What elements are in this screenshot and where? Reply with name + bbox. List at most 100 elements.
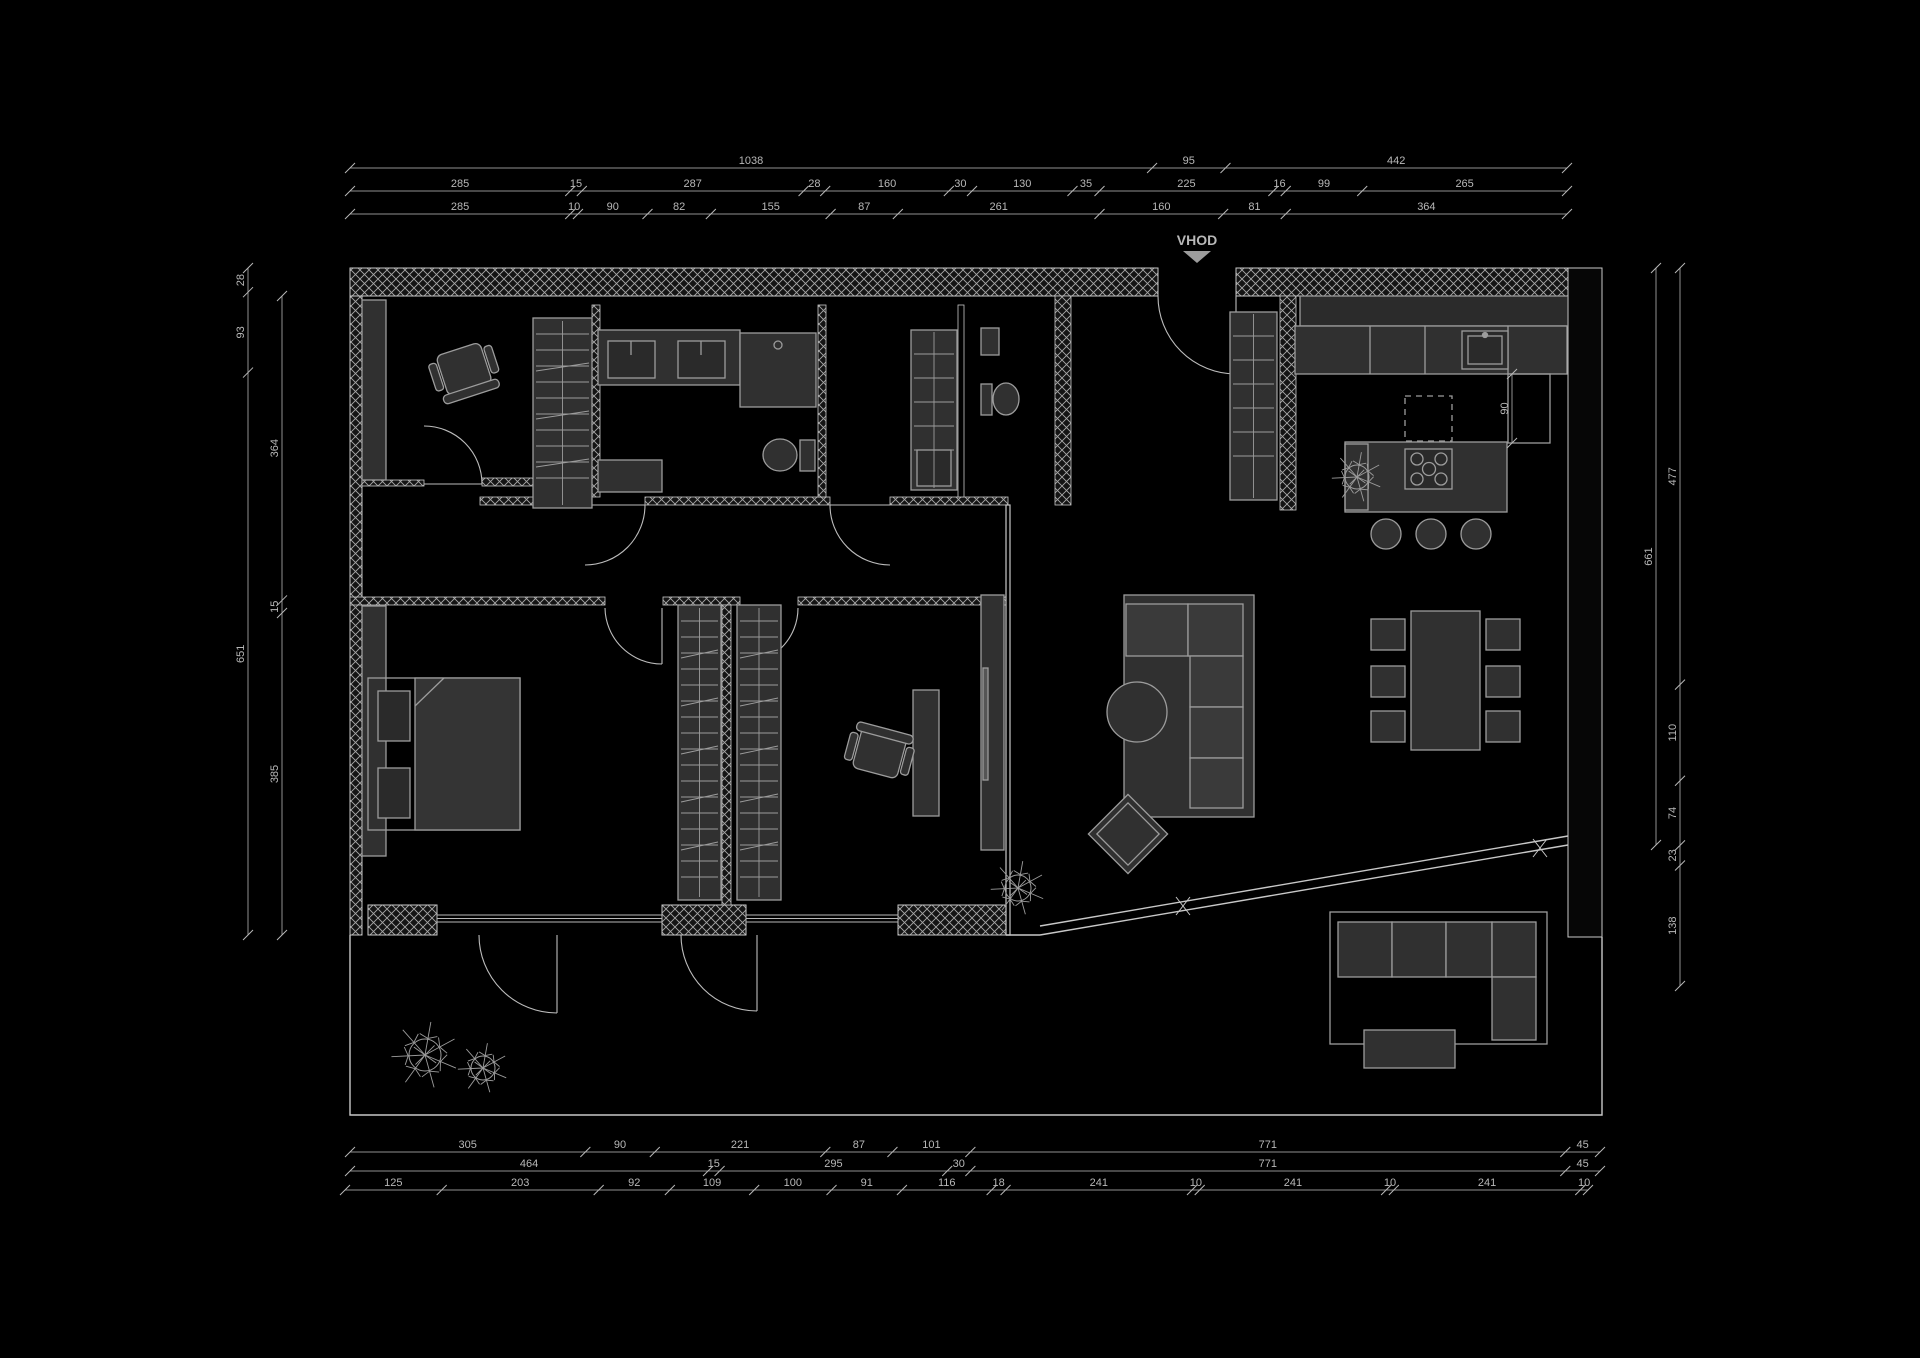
right-wall [1567,267,1603,938]
kitchen-hood-dashed [1404,395,1453,442]
wc-toilet-bowl [992,382,1020,416]
top-wall-right [1235,267,1603,297]
dim-label: 442 [1387,155,1405,167]
dim-label: 35 [1080,178,1092,190]
dim-label: 109 [703,1177,721,1189]
dim-label: 203 [511,1177,529,1189]
dim-tick [1594,1165,1606,1177]
chair-arm-left [428,362,445,392]
dim-tick [1674,775,1686,787]
dim-label: 101 [922,1139,940,1151]
dim-label: 110 [1667,724,1679,742]
terrace-door-2 [680,934,758,1012]
terrace-plant-2-branches [457,1043,507,1093]
dim-tick [276,607,288,619]
cooktop-burner-center [1421,461,1437,477]
bar-stool-2 [1415,518,1447,550]
dim-tick [1217,208,1229,220]
dim-tick [436,1184,448,1196]
bathroom-cabinet [597,459,663,493]
hall-wc-wall [957,304,965,498]
dim-tick [1559,1146,1571,1158]
dim-tick [1650,839,1662,851]
outdoor-sofa-seat-3 [1445,921,1493,978]
dim-label: 241 [1284,1177,1302,1189]
dim-tick [965,1165,976,1177]
dim-tick [1220,162,1231,174]
dim-tick [1561,185,1573,197]
dim-label: 160 [878,178,896,190]
dim-label: 771 [1259,1139,1277,1151]
dim-label: 23 [1667,849,1679,861]
dim-tick [344,1165,356,1177]
cooktop-burner-1 [1410,452,1424,466]
dim-tick [1380,1184,1392,1196]
wc-toilet-tank [980,383,993,416]
dim-label: 15 [269,601,281,613]
dim-tick [593,1184,605,1196]
dim-label: 285 [451,178,469,190]
dim-tick [1674,262,1686,274]
ottoman [1087,793,1169,875]
wc-sink [980,327,1000,356]
chair-arm-right [483,344,500,374]
dim-tick [242,262,254,274]
dim-tick [966,185,978,197]
dim-label: 30 [954,178,966,190]
chair-back [855,721,914,745]
dim-tick [642,208,653,220]
dim-label: 1038 [739,155,763,167]
chair-back [442,378,500,405]
dim-label: 221 [731,1139,749,1151]
island-plant-branches [1331,452,1381,502]
entrance-marker: VHOD [1177,232,1217,263]
dim-label: 15 [708,1158,720,1170]
dim-tick [941,1165,953,1177]
dim-label: 28 [808,178,820,190]
dim-tick [344,162,356,174]
sofa-cushion-4 [1189,706,1244,759]
dim-label: 100 [784,1177,802,1189]
dim-tick [1146,162,1158,174]
dim-tick [1356,185,1368,197]
terrace-plant-1-branches [391,1021,457,1088]
dim-tick [1582,1184,1594,1196]
dining-chair-4 [1485,618,1521,651]
dim-label: 93 [235,326,247,338]
dim-tick [564,208,576,220]
shower [739,332,817,408]
bedroom-door [604,607,663,665]
dim-label: 10 [1578,1177,1590,1189]
interior-walls [349,295,1297,936]
sofa-cushion-2 [1187,603,1244,657]
cooktop [1404,448,1453,490]
kitchen-counter [1294,325,1568,375]
dim-label: 91 [861,1177,873,1189]
outdoor-table [1363,1029,1456,1069]
dim-label: 305 [458,1139,476,1151]
terrace-plant-2 [470,1055,496,1081]
dim-label: 385 [269,765,281,783]
outdoor-sofa-chaise [1491,976,1537,1041]
dim-tick [276,929,288,941]
dim-tick [825,208,836,220]
dim-tick [1594,1146,1606,1158]
dim-tick [826,1184,837,1196]
terrace-plant-1 [408,1038,442,1072]
bottom-wall-seg2 [661,904,747,936]
dining-chair-2 [1370,665,1406,698]
dim-tick [1186,1184,1198,1196]
living-plant-branches [990,861,1044,915]
plants [391,452,1381,1093]
dim-tick [664,1184,676,1196]
bedroom-divider-wall [721,604,732,906]
dim-tick [702,1165,714,1177]
dim-label: 138 [1667,917,1679,935]
outdoor-sofa-seat-4 [1491,921,1537,978]
dim-label: 295 [824,1158,842,1170]
corridor-north-wall-3 [889,496,1009,506]
dim-tick [1268,185,1279,197]
